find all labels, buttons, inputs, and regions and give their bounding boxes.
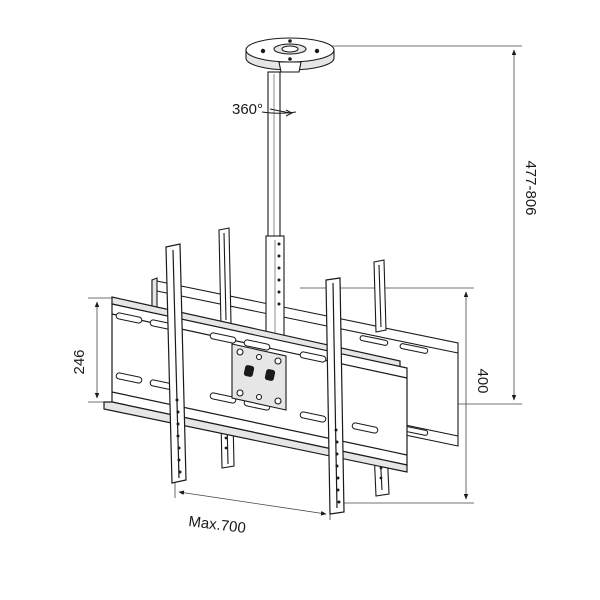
rotation-label: 360° (232, 101, 263, 118)
max-width-label: Max.700 (188, 513, 247, 537)
right-height-label: 400 (474, 368, 491, 393)
rotation-arrow (269, 108, 294, 117)
height-range-label: 477-806 (522, 160, 539, 215)
front-vertical-arms (165, 243, 345, 515)
ceiling-pole (245, 37, 335, 337)
center-mount-plate (231, 343, 287, 411)
left-height-label: 246 (71, 349, 88, 374)
